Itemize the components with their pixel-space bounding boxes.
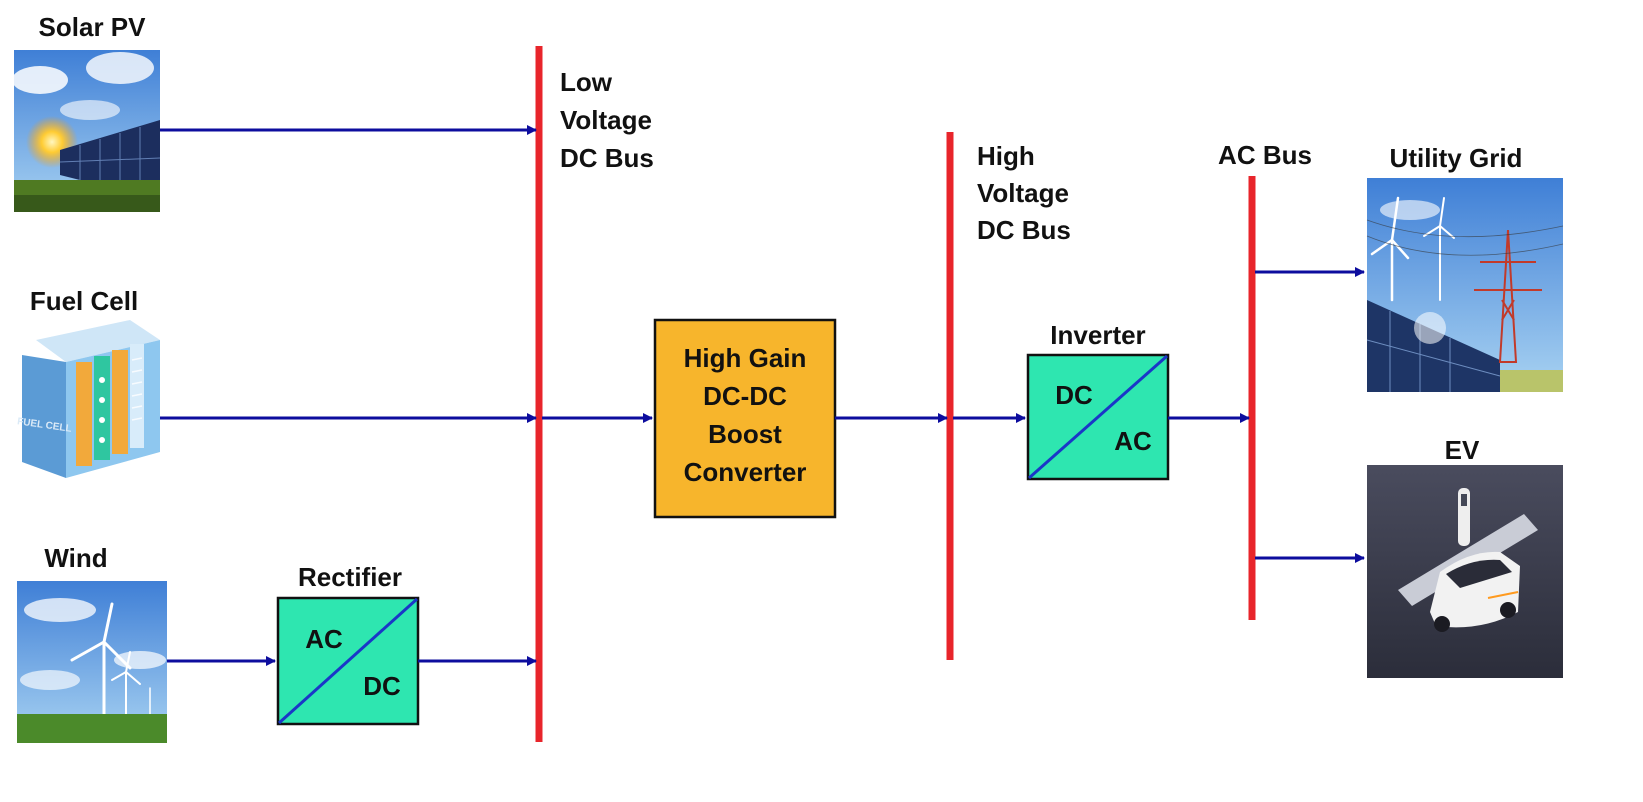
wind-image xyxy=(17,581,167,743)
svg-text:DC-DC: DC-DC xyxy=(703,381,787,411)
wind-label: Wind xyxy=(44,543,107,573)
rectifier-title: Rectifier xyxy=(298,562,402,592)
svg-text:Voltage: Voltage xyxy=(977,178,1069,208)
svg-text:Voltage: Voltage xyxy=(560,105,652,135)
inverter-block: DC AC xyxy=(1026,353,1170,481)
svg-text:Low: Low xyxy=(560,67,613,97)
svg-text:DC Bus: DC Bus xyxy=(977,215,1071,245)
inverter-input-label: DC xyxy=(1055,380,1093,410)
rectifier-block: AC DC xyxy=(276,596,420,726)
high-voltage-dc-bus-label: High Voltage DC Bus xyxy=(977,141,1071,245)
ev-image xyxy=(1367,465,1563,678)
svg-text:High: High xyxy=(977,141,1035,171)
rectifier-diagonal xyxy=(277,597,419,725)
solar-pv-image xyxy=(12,50,161,212)
rectifier-output-label: DC xyxy=(363,671,401,701)
inverter-output-label: AC xyxy=(1114,426,1152,456)
svg-text:Boost: Boost xyxy=(708,419,782,449)
ac-bus-label: AC Bus xyxy=(1218,140,1312,170)
fuel-cell-image: FUEL CELL xyxy=(16,320,160,478)
fuel-cell-label: Fuel Cell xyxy=(30,286,138,316)
solar-pv-label: Solar PV xyxy=(39,12,147,42)
utility-grid-image xyxy=(1366,178,1564,392)
inverter-title: Inverter xyxy=(1050,320,1145,350)
svg-text:DC Bus: DC Bus xyxy=(560,143,654,173)
connectors xyxy=(160,125,1365,666)
inverter-diagonal xyxy=(1028,354,1168,480)
svg-text:Converter: Converter xyxy=(684,457,807,487)
ev-label: EV xyxy=(1445,435,1480,465)
low-voltage-dc-bus-label: Low Voltage DC Bus xyxy=(560,67,654,173)
boost-converter-block: High Gain DC-DC Boost Converter xyxy=(653,318,837,519)
rectifier-input-label: AC xyxy=(305,624,343,654)
utility-grid-label: Utility Grid xyxy=(1390,143,1523,173)
svg-text:High Gain: High Gain xyxy=(684,343,807,373)
